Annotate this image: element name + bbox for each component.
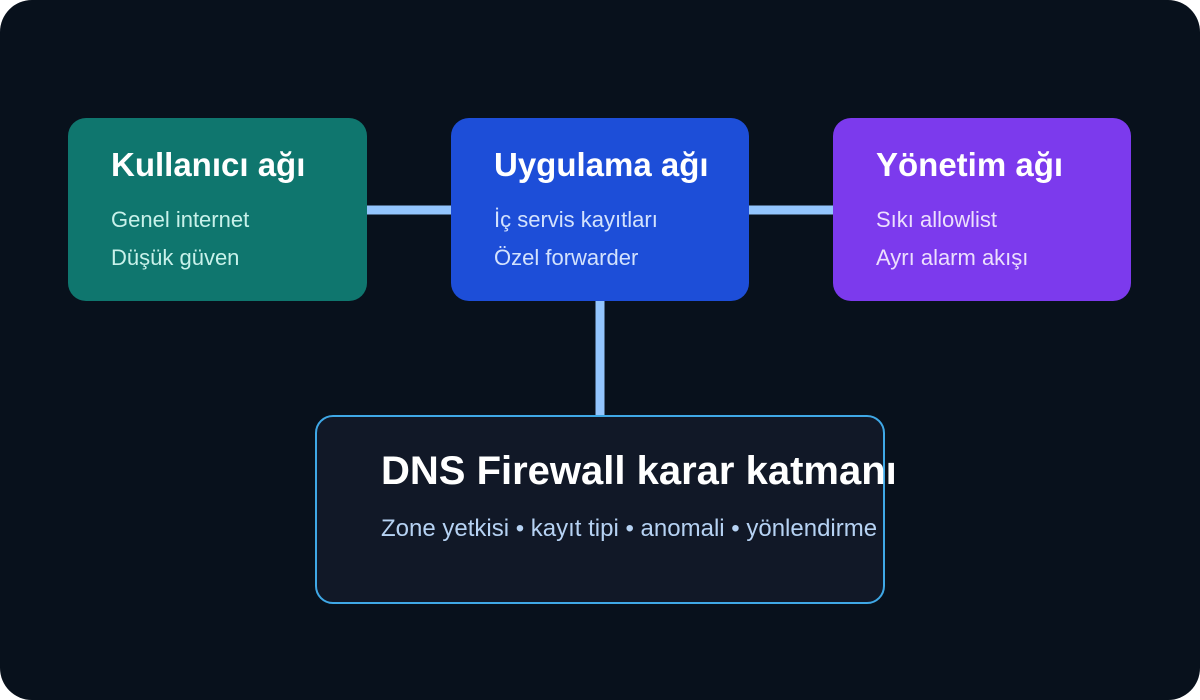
node-yonetim-agi: Yönetim ağı Sıkı allowlist Ayrı alarm ak… — [833, 118, 1131, 301]
node-dns-firewall: DNS Firewall karar katmanı Zone yetkisi … — [315, 415, 897, 604]
node-kullanici-agi: Kullanıcı ağı Genel internet Düşük güven — [68, 118, 367, 301]
node-title: Kullanıcı ağı — [111, 146, 306, 183]
node-detail: Ayrı alarm akışı — [876, 245, 1029, 270]
node-detail: Özel forwarder — [494, 245, 639, 270]
node-title: Uygulama ağı — [494, 146, 709, 183]
node-uygulama-agi: Uygulama ağı İç servis kayıtları Özel fo… — [451, 118, 749, 301]
node-detail: Düşük güven — [111, 245, 240, 270]
node-detail: Genel internet — [111, 207, 250, 232]
node-detail: Sıkı allowlist — [876, 207, 998, 232]
dns-firewall-subtitle: Zone yetkisi • kayıt tipi • anomali • yö… — [381, 515, 878, 542]
node-title: Yönetim ağı — [876, 146, 1064, 183]
node-detail: İç servis kayıtları — [494, 207, 658, 232]
dns-firewall-title: DNS Firewall karar katmanı — [381, 449, 897, 493]
